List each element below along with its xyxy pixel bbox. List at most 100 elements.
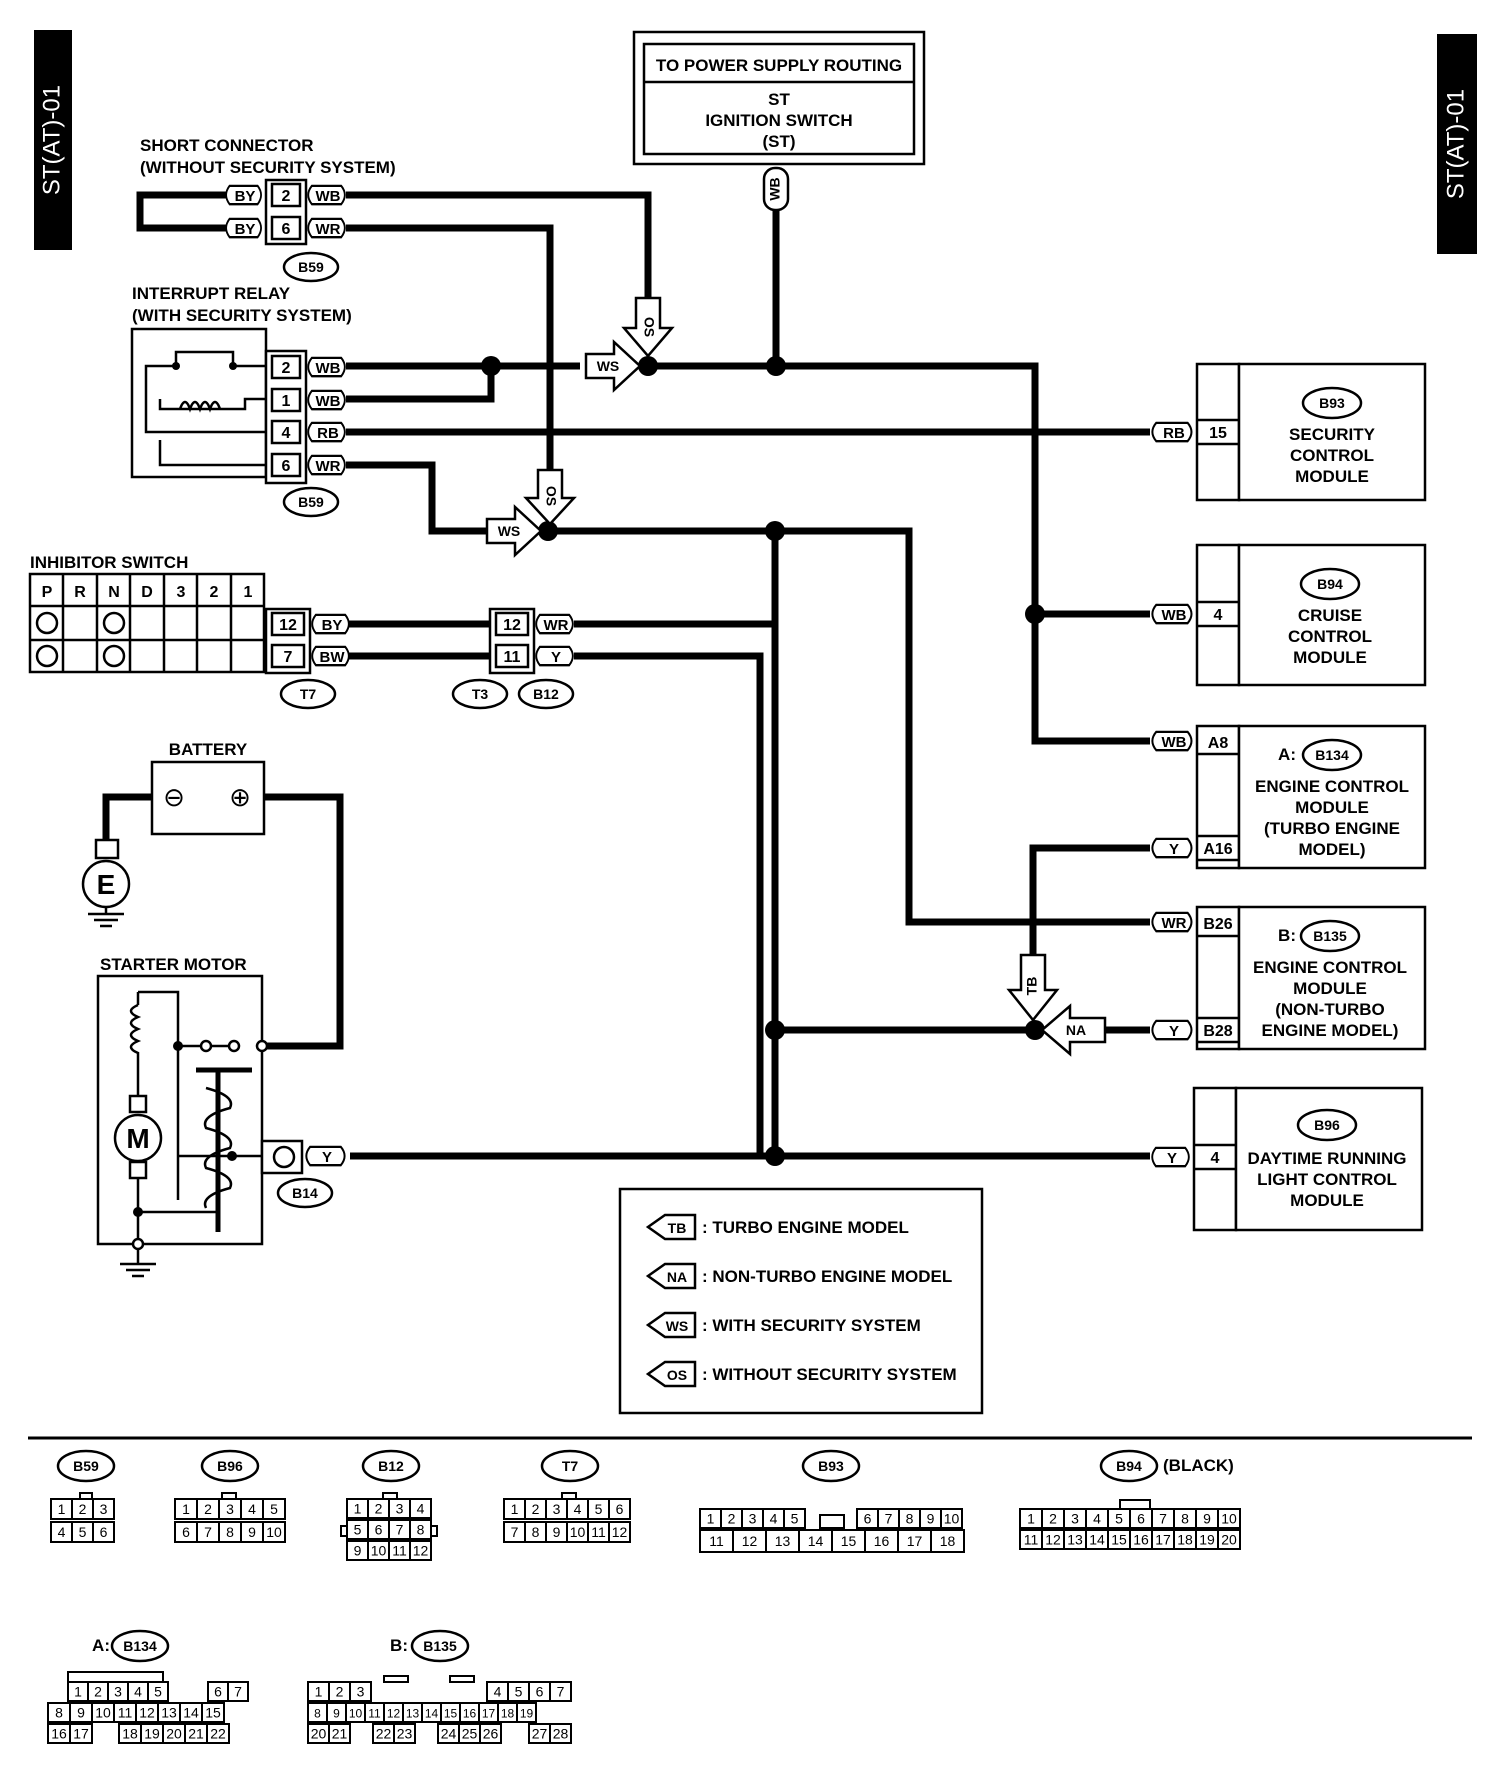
svg-text:WB: WB — [316, 188, 341, 205]
svg-text:Y: Y — [1169, 841, 1179, 858]
pin-number: 24 — [441, 1726, 457, 1742]
arrow-na: NA — [1040, 1003, 1107, 1057]
legend-item-ws: WS : WITH SECURITY SYSTEM — [645, 1311, 921, 1339]
pin-number: 15 — [205, 1705, 221, 1721]
junction-dots — [481, 356, 1045, 1166]
pin-number: 10 — [349, 1707, 363, 1721]
svg-text:BY: BY — [235, 188, 256, 205]
module-b134: A8 A16 WB Y A: B134 ENGINE CONTROL MODUL… — [1151, 724, 1427, 870]
svg-text:CONTROL: CONTROL — [1290, 446, 1374, 465]
pin-number: 27 — [532, 1726, 548, 1742]
pin-number: 6 — [864, 1511, 872, 1527]
pin-cell — [549, 1723, 572, 1744]
pin-number: 17 — [907, 1533, 923, 1549]
pin-number: 9 — [354, 1543, 362, 1559]
pin-number: 8 — [1181, 1511, 1189, 1527]
pin-number: 6 — [616, 1501, 624, 1517]
svg-text:DAYTIME RUNNING: DAYTIME RUNNING — [1248, 1149, 1407, 1168]
svg-text:(NON-TURBO: (NON-TURBO — [1275, 1000, 1385, 1019]
arrow-ws-1: WS — [584, 339, 642, 393]
svg-text:INTERRUPT RELAY: INTERRUPT RELAY — [132, 284, 291, 303]
pin-number: 2 — [1049, 1511, 1057, 1527]
connector-lock-tab — [430, 1525, 438, 1537]
pin-number: 1 — [182, 1501, 190, 1517]
pin-number: 5 — [595, 1501, 603, 1517]
legend: TB : TURBO ENGINE MODEL NA : NON-TURBO E… — [618, 1187, 984, 1415]
svg-text:A:: A: — [1278, 745, 1296, 764]
ground-e: E — [81, 838, 131, 928]
svg-text:⊖: ⊖ — [163, 782, 185, 812]
svg-text:4: 4 — [1214, 607, 1223, 624]
pin-number: 14 — [183, 1705, 199, 1721]
svg-text:: NON-TURBO ENGINE MODEL: : NON-TURBO ENGINE MODEL — [702, 1267, 952, 1286]
pin-cell — [262, 1521, 286, 1543]
pin-number: 13 — [775, 1533, 791, 1549]
svg-text:WB: WB — [1162, 734, 1187, 751]
svg-text:CRUISE: CRUISE — [1298, 606, 1362, 625]
pin-number: 15 — [444, 1707, 458, 1721]
pin-number: 2 — [94, 1684, 102, 1700]
module-b94: 4 WB B94 CRUISE CONTROL MODULE — [1151, 543, 1427, 687]
power-supply-box: TO POWER SUPPLY ROUTING ST IGNITION SWIT… — [632, 30, 926, 166]
svg-text:B93: B93 — [818, 1458, 844, 1474]
pin-number: 6 — [100, 1524, 108, 1540]
pin-number: 20 — [1221, 1532, 1237, 1548]
inhibitor-switch: INHIBITOR SWITCH P R N D 3 2 1 12 7 BY B… — [28, 553, 351, 710]
svg-text:WB: WB — [1162, 607, 1187, 624]
connector-t3-b12: 12 11 WR Y T3 B12 — [451, 607, 575, 710]
pin-number: 12 — [139, 1705, 155, 1721]
pin-number: 17 — [1155, 1532, 1171, 1548]
pin-number: 11 — [709, 1533, 724, 1549]
svg-text:NA: NA — [667, 1269, 687, 1285]
pin-number: 3 — [749, 1511, 757, 1527]
pin-number: 5 — [79, 1524, 87, 1540]
svg-text:B59: B59 — [73, 1458, 99, 1474]
svg-text:Y: Y — [1167, 1150, 1177, 1167]
pin-number: 3 — [553, 1501, 561, 1517]
svg-text:B12: B12 — [533, 686, 559, 702]
svg-text:NA: NA — [1066, 1022, 1086, 1038]
pin-cell — [608, 1521, 631, 1543]
pin-cell — [516, 1702, 537, 1723]
pin-number: 23 — [397, 1726, 413, 1742]
pin-number: 16 — [463, 1707, 477, 1721]
pin-number: 2 — [728, 1511, 736, 1527]
svg-text:TB: TB — [1024, 977, 1040, 996]
svg-text:BY: BY — [235, 221, 256, 238]
pin-number: 17 — [482, 1707, 496, 1721]
svg-text:OS: OS — [641, 317, 657, 337]
svg-text:OS: OS — [667, 1367, 687, 1383]
pin-number: 19 — [1199, 1532, 1215, 1548]
svg-text:T3: T3 — [472, 686, 489, 702]
pin-number: 7 — [1159, 1511, 1167, 1527]
svg-text:(WITHOUT SECURITY SYSTEM): (WITHOUT SECURITY SYSTEM) — [140, 158, 396, 177]
pin-number: 19 — [520, 1707, 534, 1721]
legend-item-tb: TB : TURBO ENGINE MODEL — [645, 1213, 909, 1241]
pin-number: 7 — [234, 1684, 242, 1700]
pin-number: 19 — [144, 1726, 160, 1742]
pin-number: 4 — [248, 1501, 256, 1517]
svg-text:B59: B59 — [298, 259, 324, 275]
pin-number: 3 — [357, 1684, 365, 1700]
pin-number: 9 — [553, 1524, 561, 1540]
connector-lock-tab — [1119, 1499, 1151, 1510]
svg-text:7: 7 — [284, 649, 293, 666]
svg-text:ST: ST — [768, 90, 790, 109]
pin-number: 8 — [226, 1524, 234, 1540]
battery: BATTERY ⊖ ⊕ — [150, 740, 266, 836]
pin-number: 11 — [1024, 1532, 1039, 1548]
pin-number: 11 — [392, 1543, 407, 1559]
svg-text:4: 4 — [1211, 1150, 1220, 1167]
svg-text:STARTER MOTOR: STARTER MOTOR — [100, 955, 247, 974]
connector-lock-tab — [340, 1525, 348, 1537]
pin-number: 5 — [270, 1501, 278, 1517]
pin-cell — [1217, 1508, 1241, 1529]
pin-cell — [69, 1723, 93, 1744]
svg-text:: WITH SECURITY SYSTEM: : WITH SECURITY SYSTEM — [702, 1316, 921, 1335]
pin-number: 15 — [1111, 1532, 1127, 1548]
connector-lock-tab — [449, 1675, 475, 1683]
pin-number: 20 — [166, 1726, 182, 1742]
pin-number: 3 — [1071, 1511, 1079, 1527]
pin-number: 13 — [161, 1705, 177, 1721]
pin-number: 17 — [73, 1726, 89, 1742]
